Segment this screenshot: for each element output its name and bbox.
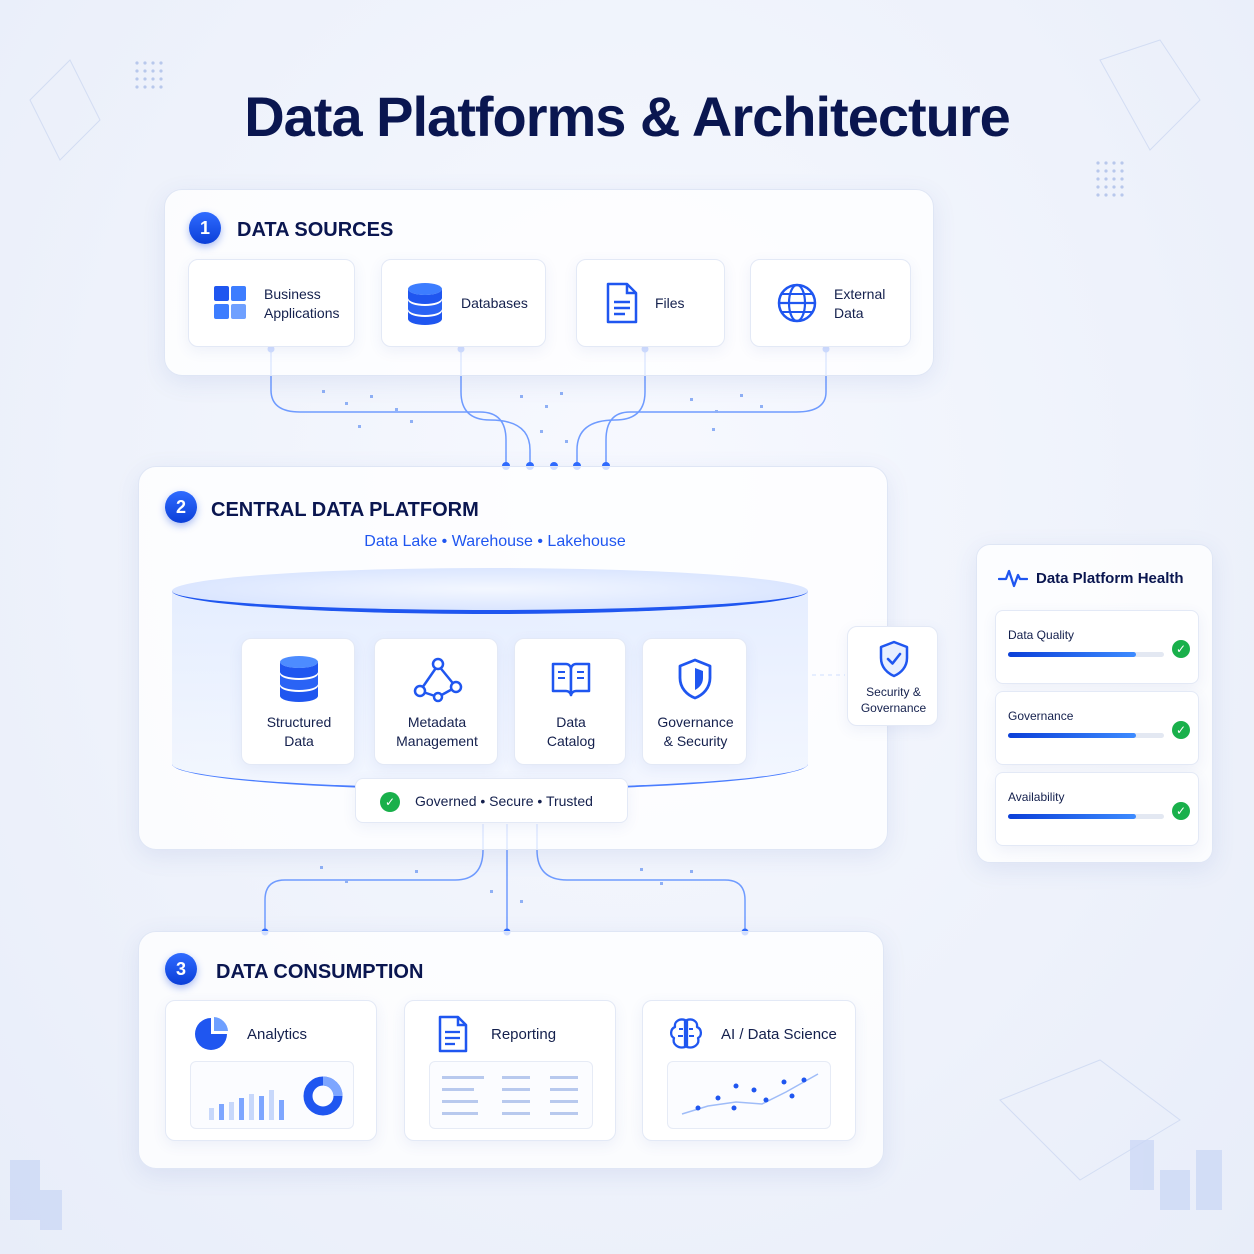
health-metric-bar [1008, 652, 1164, 657]
source-label: Files [655, 295, 685, 311]
central-platform-title: CENTRAL DATA PLATFORM [211, 499, 479, 521]
globe-icon [777, 283, 817, 323]
security-governance-card[interactable]: Security & Governance [847, 626, 938, 726]
platform-label-line2: Management [396, 733, 478, 749]
pie-chart-icon [195, 1017, 228, 1050]
source-card-external-data[interactable]: External Data [750, 259, 911, 347]
reporting-preview [429, 1061, 593, 1129]
health-metric-bar [1008, 733, 1164, 738]
file-icon [606, 282, 638, 324]
platform-card-metadata-management[interactable]: Metadata Management [374, 638, 498, 765]
consumption-card-analytics[interactable]: Analytics [165, 1000, 377, 1141]
health-metric-card: Governance ✓ [995, 691, 1199, 765]
page-title: Data Platforms & Architecture [244, 85, 1011, 148]
platform-status-text: Governed • Secure • Trusted [415, 793, 593, 809]
shield-icon [678, 658, 712, 700]
report-icon [438, 1015, 468, 1053]
check-icon: ✓ [1172, 802, 1190, 820]
health-metric-bar-fill [1008, 733, 1136, 738]
health-metric-card: Availability ✓ [995, 772, 1199, 846]
section-badge-2: 2 [165, 491, 197, 523]
source-label-line2: Data [834, 305, 864, 321]
health-metric-label: Availability [1008, 790, 1065, 804]
health-metric-card: Data Quality ✓ [995, 610, 1199, 684]
grid-apps-icon [214, 286, 246, 319]
section-badge-3: 3 [165, 953, 197, 985]
consumption-card-reporting[interactable]: Reporting [404, 1000, 616, 1141]
shield-check-icon [879, 640, 909, 678]
source-label-line2: Applications [264, 305, 340, 321]
data-sources-title: DATA SOURCES [237, 219, 394, 241]
source-card-business-applications[interactable]: Business Applications [188, 259, 355, 347]
health-metric-bar [1008, 814, 1164, 819]
consumption-label: AI / Data Science [721, 1026, 837, 1043]
security-label-line2: Governance [860, 701, 927, 715]
mini-table [442, 1076, 578, 1115]
database-icon [408, 283, 442, 325]
mini-scatter-plot [681, 1073, 819, 1115]
data-consumption-title: DATA CONSUMPTION [216, 961, 424, 983]
health-metric-bar-fill [1008, 652, 1136, 657]
source-label-line1: External [834, 286, 886, 302]
consumption-label: Reporting [491, 1026, 557, 1043]
platform-label-line1: Structured [266, 714, 332, 730]
source-label: Databases [461, 295, 528, 311]
check-icon: ✓ [380, 792, 400, 812]
platform-subtitle: Data Lake • Warehouse • Lakehouse [364, 533, 626, 550]
source-card-databases[interactable]: Databases [381, 259, 546, 347]
source-card-files[interactable]: Files [576, 259, 725, 347]
health-metric-label: Governance [1008, 709, 1074, 723]
platform-status-pill: ✓ Governed • Secure • Trusted [355, 778, 628, 823]
ai-preview [667, 1061, 831, 1129]
platform-label-line2: Catalog [546, 733, 596, 749]
platform-label-line2: Data [284, 733, 314, 749]
brain-icon [669, 1018, 703, 1049]
section-badge-1: 1 [189, 212, 221, 244]
source-label-line1: Business [264, 286, 321, 302]
platform-card-structured-data[interactable]: Structured Data [241, 638, 355, 765]
check-icon: ✓ [1172, 640, 1190, 658]
health-title: Data Platform Health [1036, 570, 1184, 587]
platform-label-line1: Metadata [407, 714, 467, 730]
platform-label-line2: & Security [663, 733, 728, 749]
consumption-label: Analytics [247, 1026, 308, 1043]
analytics-preview [190, 1061, 354, 1129]
check-icon: ✓ [1172, 721, 1190, 739]
platform-cylinder-top [172, 568, 808, 614]
health-metric-bar-fill [1008, 814, 1136, 819]
database-stack-icon [280, 656, 318, 702]
security-label-line1: Security & [866, 685, 921, 699]
consumption-card-ai-data-science[interactable]: AI / Data Science [642, 1000, 856, 1141]
pulse-icon [998, 569, 1028, 588]
platform-card-data-catalog[interactable]: Data Catalog [514, 638, 626, 765]
platform-card-governance-security[interactable]: Governance & Security [642, 638, 747, 765]
health-metric-label: Data Quality [1008, 628, 1075, 642]
book-icon [551, 662, 591, 697]
platform-label-line1: Data [556, 714, 586, 730]
network-nodes-icon [413, 657, 463, 703]
mini-bar-chart [209, 1076, 343, 1120]
platform-label-line1: Governance [657, 714, 734, 730]
